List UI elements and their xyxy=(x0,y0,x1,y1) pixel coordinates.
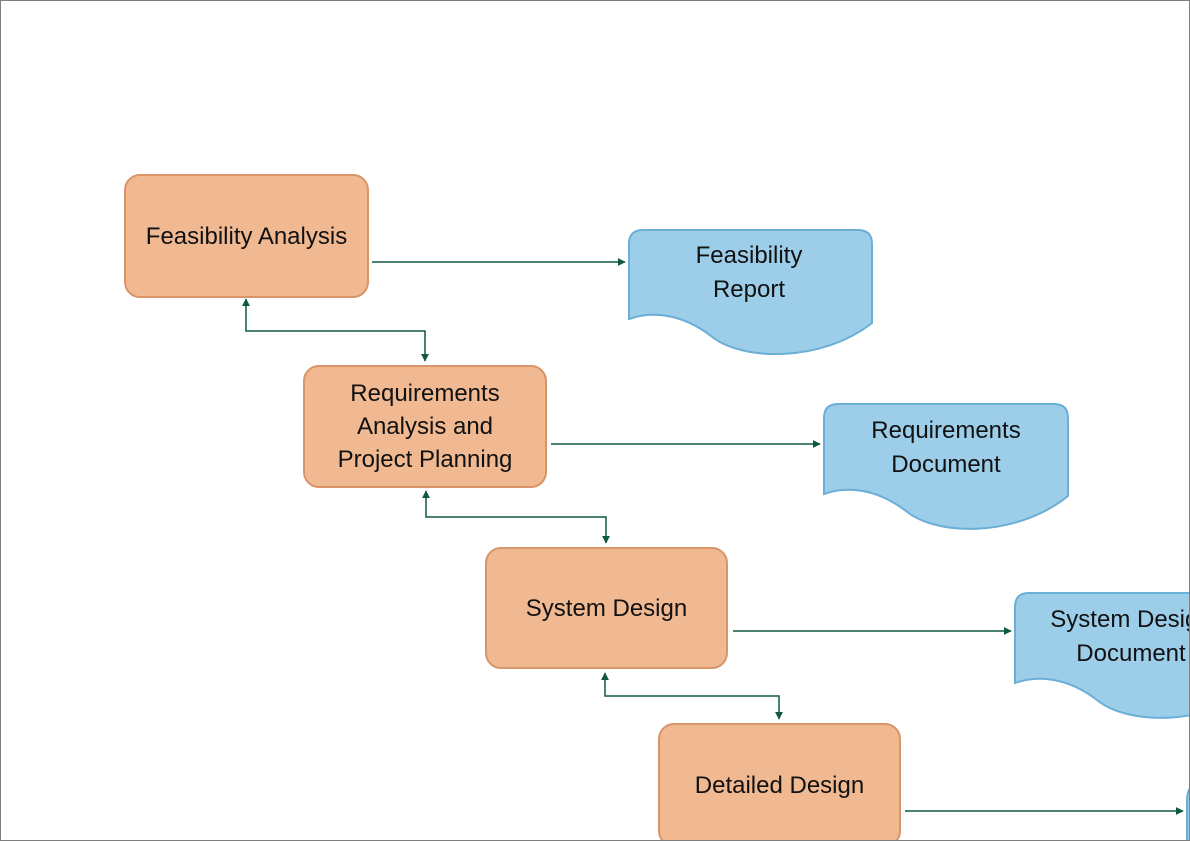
process-detailed-design[interactable]: Detailed Design xyxy=(658,723,901,840)
document-shape-requirements-document[interactable] xyxy=(823,403,1069,530)
document-label-system-design-document: System Design Document xyxy=(1050,606,1189,667)
document-shape-offscreen xyxy=(1186,788,1189,840)
connector-requirements-system xyxy=(422,490,610,544)
process-feasibility-analysis[interactable]: Feasibility Analysis xyxy=(124,174,369,298)
document-shape-feasibility-report[interactable] xyxy=(628,229,873,355)
process-label: Requirements Analysis and Project Planni… xyxy=(337,380,513,473)
connector-feasibility-requirements xyxy=(242,298,429,362)
document-shape-system-design-document[interactable] xyxy=(1014,592,1190,719)
process-label: Feasibility Analysis xyxy=(145,222,348,250)
process-system-design[interactable]: System Design xyxy=(485,547,728,669)
connector-system-detailed xyxy=(601,672,783,720)
process-requirements-analysis[interactable]: Requirements Analysis and Project Planni… xyxy=(303,365,547,488)
document-label-feasibility-report: Feasibility Report xyxy=(695,242,803,303)
process-label: System Design xyxy=(525,594,688,622)
process-label: Detailed Design xyxy=(694,771,865,799)
document-label-requirements-document: Requirements Document xyxy=(871,417,1021,478)
